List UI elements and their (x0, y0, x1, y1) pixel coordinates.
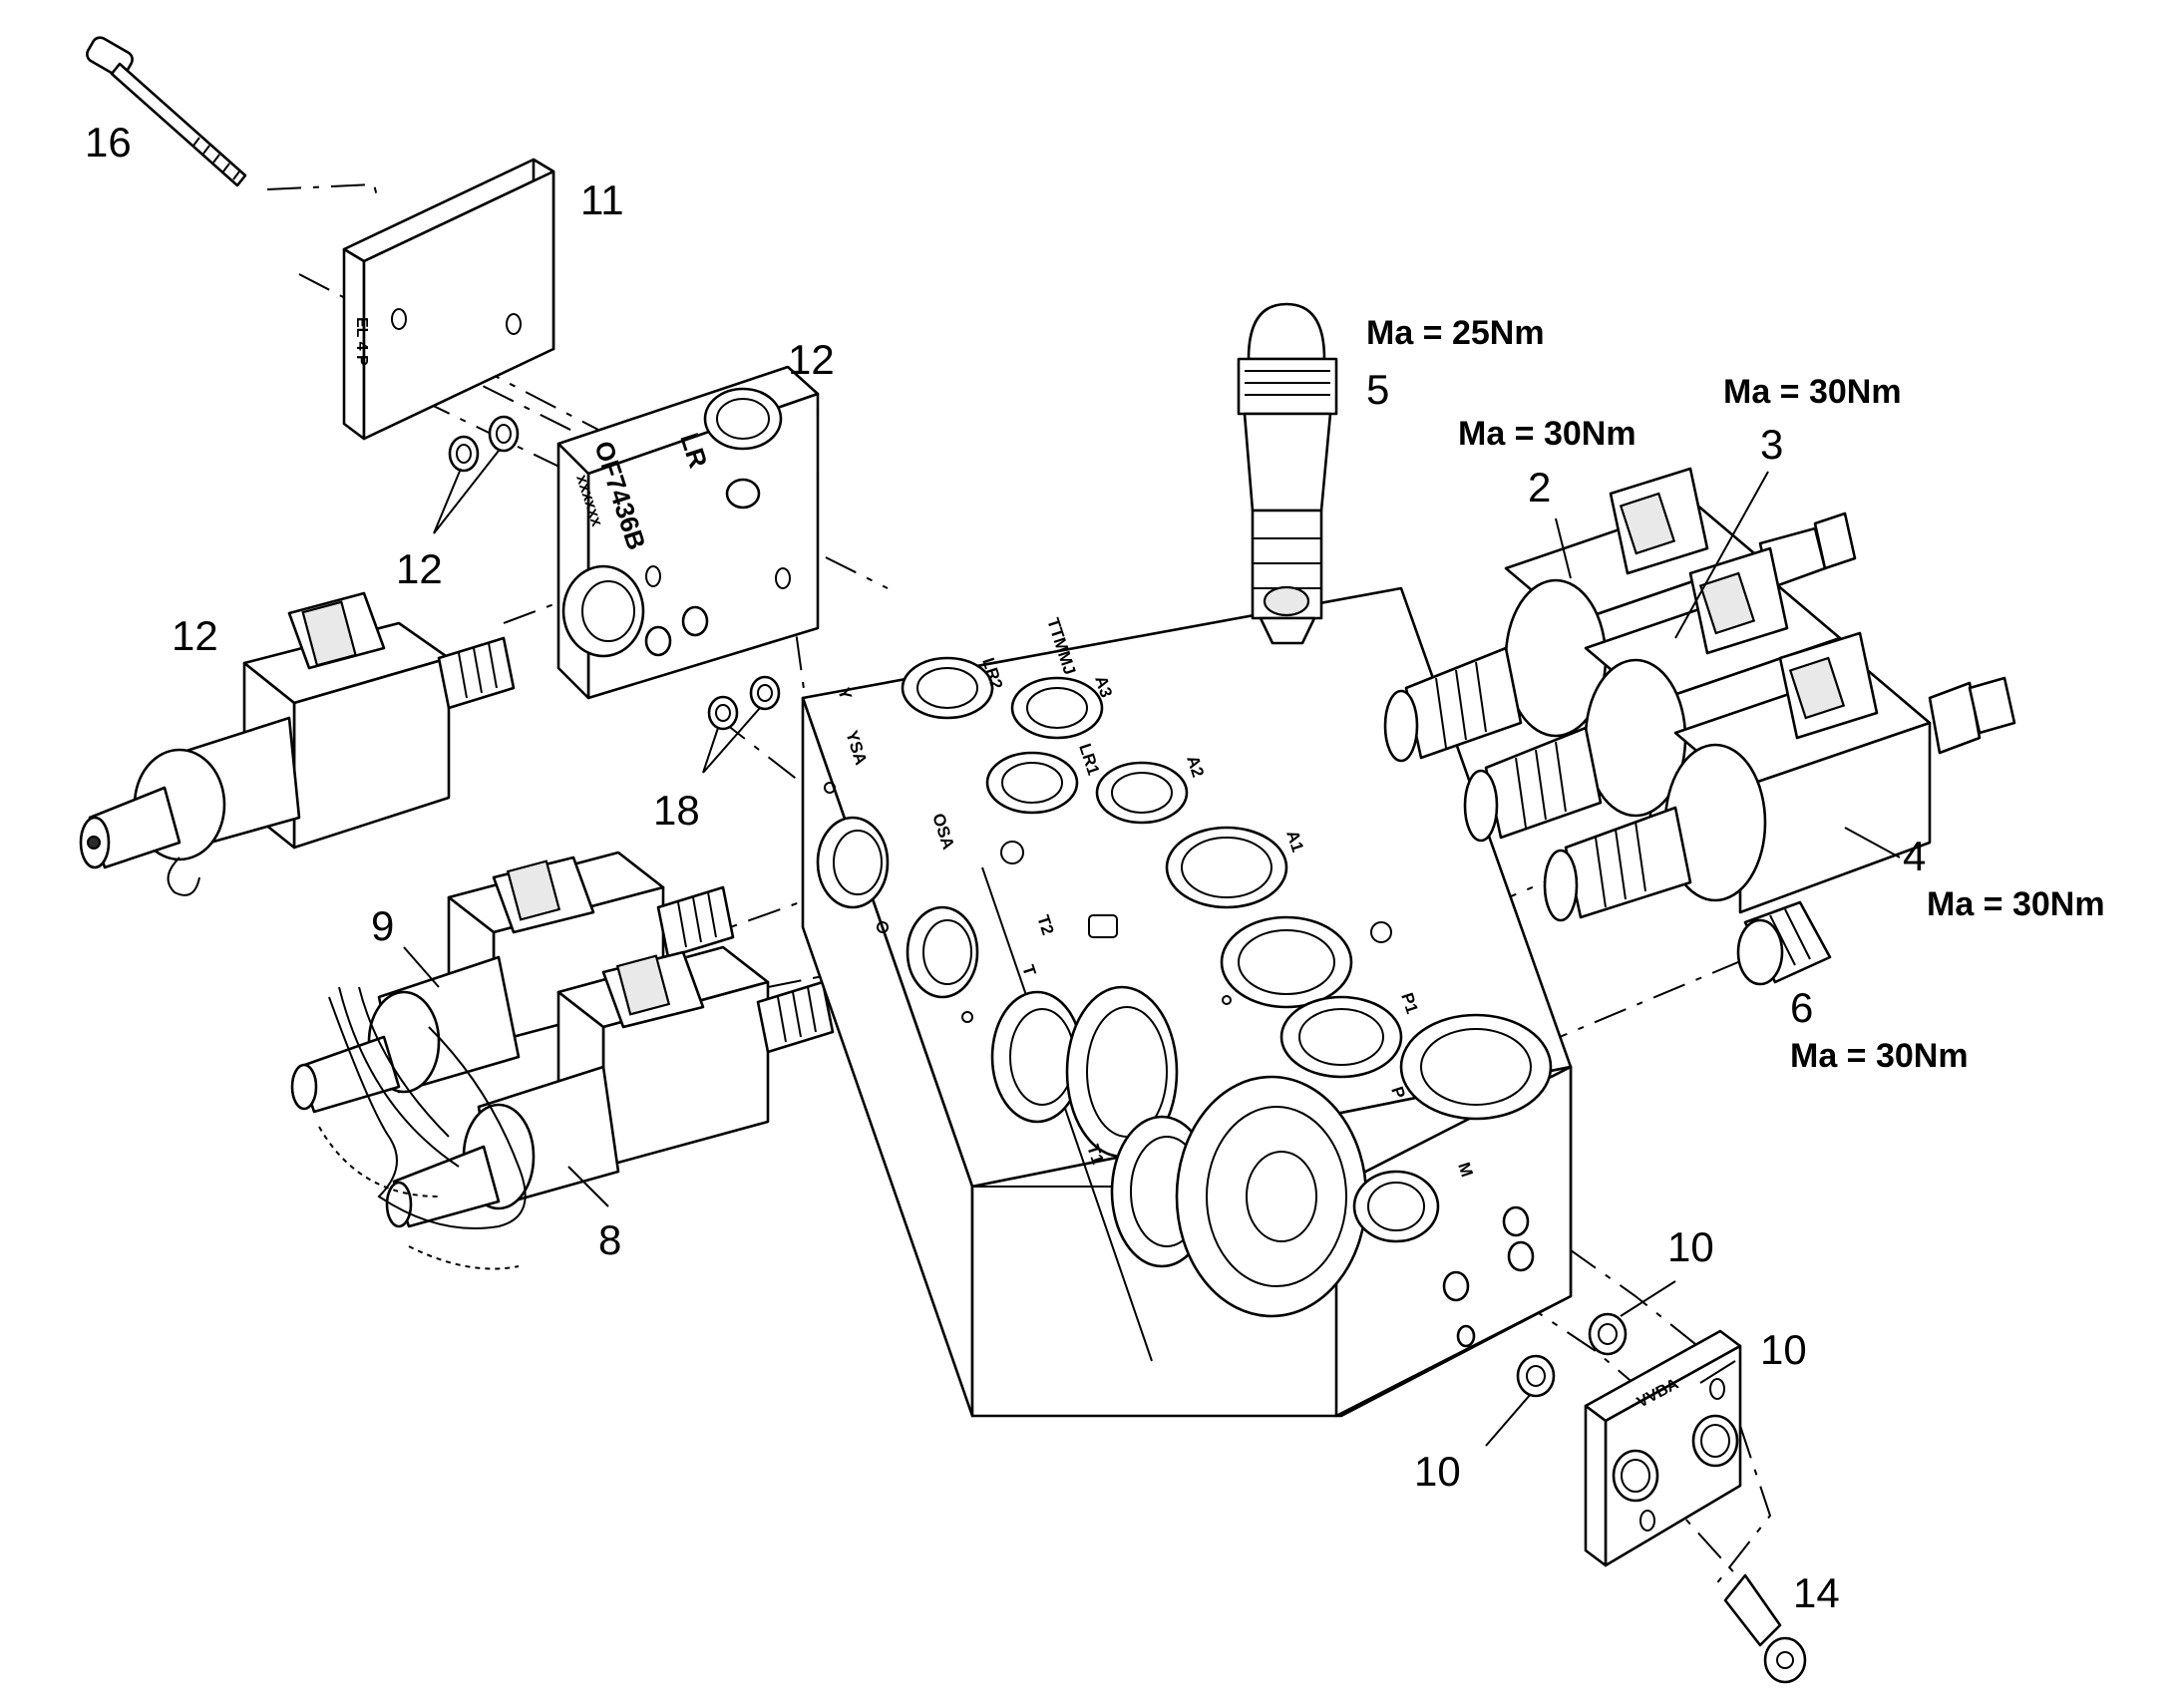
callout-5: 5 (1366, 366, 1389, 413)
port-label-p: P (1387, 1084, 1409, 1101)
callout-3: 3 (1760, 421, 1783, 468)
torque-part-5: Ma = 25Nm (1366, 314, 1545, 352)
cover-plate-label: EL 4 P (353, 317, 370, 366)
part-14-screw (1723, 1573, 1807, 1684)
part-6-plug (1736, 900, 1832, 986)
part-18-seals (702, 675, 781, 774)
part-9-solenoid-valve (290, 851, 735, 1114)
callout-2: 2 (1528, 464, 1551, 511)
callout-numbers: 16 11 12 12 12 18 9 8 5 2 3 4 6 10 10 10… (85, 119, 1926, 1616)
torque-part-4: Ma = 30Nm (1927, 885, 2105, 923)
part-4-solenoid-cartridge (1543, 631, 2016, 922)
dust-cap-chains (318, 986, 527, 1270)
callout-10-c: 10 (1414, 1448, 1461, 1495)
callout-11: 11 (580, 176, 624, 223)
part-12-adapter-block: OF7436B xxxxxx LR (556, 365, 820, 700)
callout-16: 16 (85, 119, 132, 166)
torque-part-3: Ma = 30Nm (1723, 373, 1902, 411)
callout-18: 18 (653, 787, 700, 834)
callout-12-seals: 12 (396, 545, 443, 592)
part-10-orings (1485, 1280, 1676, 1447)
callout-14: 14 (1793, 1569, 1840, 1616)
part-12-solenoid-valve (79, 591, 516, 896)
torque-part-2: Ma = 30Nm (1458, 415, 1636, 453)
callout-9: 9 (371, 902, 394, 949)
torque-specs: Ma = 25Nm Ma = 30Nm Ma = 30Nm Ma = 30Nm … (1366, 314, 2105, 1075)
callout-leaders (403, 471, 1901, 1384)
callout-12-block: 12 (788, 336, 835, 383)
port-label-m: M (1454, 1160, 1476, 1179)
callout-6: 6 (1790, 984, 1813, 1031)
torque-part-6: Ma = 30Nm (1790, 1037, 1969, 1075)
callout-8: 8 (598, 1216, 621, 1263)
part-5-relief-cartridge (1237, 302, 1338, 645)
part-vvba-plate: VVBA (1584, 1329, 1742, 1567)
callout-10-a: 10 (1667, 1223, 1714, 1270)
part-8-solenoid-valve (385, 945, 835, 1228)
main-manifold-block: TTMMJ LR2 A3 LR1 A2 A1 P1 P Y YSA OSA T2… (801, 586, 1573, 1418)
callout-4: 4 (1903, 833, 1926, 879)
callout-12-valve: 12 (172, 612, 218, 659)
callout-10-b: 10 (1760, 1326, 1807, 1373)
part-16-screw (86, 36, 247, 187)
part-12-seals (433, 415, 520, 534)
part-11-cover-plate: EL 4 P (342, 158, 555, 441)
